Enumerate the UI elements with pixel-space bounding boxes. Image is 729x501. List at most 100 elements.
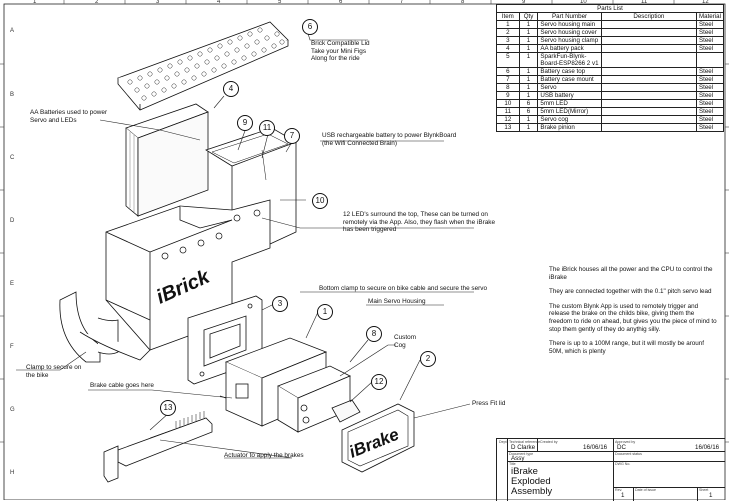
cell-description xyxy=(600,99,697,108)
label-title: Title xyxy=(509,462,516,466)
balloon-4: 4 xyxy=(223,81,239,97)
cell-description xyxy=(600,91,697,100)
zone-label-3: 3 xyxy=(156,0,160,5)
label-approved-by: Approved by xyxy=(615,440,636,444)
cell-description xyxy=(600,115,697,124)
cell-material: Steel xyxy=(695,107,725,116)
cell-item: 1 xyxy=(496,20,520,29)
cell-item: 6 xyxy=(496,67,520,76)
cell-qty: 1 xyxy=(518,52,539,68)
label-sheet: Sheet xyxy=(699,488,709,492)
zone-label-5: 5 xyxy=(278,0,282,5)
cell-item: 9 xyxy=(496,91,520,100)
part-6-brick-lid xyxy=(117,21,289,111)
part-2-servo-housing-cover xyxy=(341,403,415,473)
parts-header-part-number: Part Number xyxy=(537,12,602,21)
cell-part-number: Servo housing clamp xyxy=(537,36,602,45)
cell-part-number: 5mm LED(Mirror) xyxy=(537,107,602,116)
balloon-2: 2 xyxy=(420,351,436,367)
cell-description xyxy=(600,20,697,29)
part-12-servo-cog xyxy=(331,399,361,423)
rev-value: 1 xyxy=(621,492,625,499)
cell-item: 13 xyxy=(496,123,520,132)
cell-item: 8 xyxy=(496,83,520,92)
label-dwg-no: DWG No. xyxy=(615,462,631,466)
label-created-by: Created by xyxy=(540,440,558,444)
cell-material: Steel xyxy=(695,115,725,124)
zone-ticks xyxy=(0,0,729,443)
callout-main-servo: Main Servo Housing xyxy=(368,298,426,305)
zone-label-9: 9 xyxy=(522,0,526,5)
cell-qty: 1 xyxy=(518,91,539,100)
balloon-11: 11 xyxy=(259,120,275,136)
label-doc-status: Document status xyxy=(615,452,642,456)
balloon-7: 7 xyxy=(284,128,300,144)
zone-label-7: 7 xyxy=(400,0,404,5)
zone-label-10: 10 xyxy=(580,0,587,5)
cell-qty: 1 xyxy=(518,28,539,37)
zone-label-F: F xyxy=(10,344,14,350)
leader-lines xyxy=(16,26,474,459)
balloon-9: 9 xyxy=(237,115,253,131)
cell-part-number: Servo cog xyxy=(537,115,602,124)
balloon-3: 3 xyxy=(272,296,288,312)
cell-qty: 1 xyxy=(518,44,539,53)
sheet-value: 1 xyxy=(709,492,713,499)
zone-label-C: C xyxy=(10,155,15,161)
approved-date-value: 16/06/16 xyxy=(695,444,720,451)
callout-lid: Brick Compatible Lid Take your Mini Figs… xyxy=(311,40,370,63)
cell-item: 12 xyxy=(496,115,520,124)
cell-material xyxy=(695,52,725,68)
cell-material: Steel xyxy=(695,91,725,100)
callout-batteries: AA Batteries used to power Servo and LED… xyxy=(30,109,108,124)
parts-header-description: Description xyxy=(600,12,697,21)
balloon-13: 13 xyxy=(160,400,176,416)
cell-material: Steel xyxy=(695,44,725,53)
cell-material: Steel xyxy=(695,36,725,45)
zone-label-4: 4 xyxy=(217,0,221,5)
doc-type-value: Assy xyxy=(511,455,525,462)
part-8-servo xyxy=(277,365,351,433)
balloon-8: 8 xyxy=(366,326,382,342)
cell-qty: 6 xyxy=(518,99,539,108)
cell-part-number: Battery case top xyxy=(537,67,602,76)
parts-list-title: Parts List xyxy=(496,4,724,13)
cell-description xyxy=(600,36,697,45)
cell-qty: 1 xyxy=(518,75,539,84)
callout-actuator: Actuator to apply the brakes xyxy=(224,452,304,459)
parts-header-material: Material xyxy=(695,12,725,21)
cell-description xyxy=(600,107,697,116)
balloon-10: 10 xyxy=(312,193,328,209)
zone-label-H: H xyxy=(10,470,15,476)
zone-label-E: E xyxy=(10,281,15,287)
zone-label-G: G xyxy=(10,407,15,413)
created-date-value: 16/06/16 xyxy=(583,444,608,451)
cell-part-number: USB battery xyxy=(537,91,602,100)
cell-part-number: 5mm LED xyxy=(537,99,602,108)
cell-description xyxy=(600,83,697,92)
label-dept: Dept. xyxy=(499,440,508,444)
zone-label-6: 6 xyxy=(339,0,343,5)
cell-qty: 1 xyxy=(518,36,539,45)
part-4-battery-pack xyxy=(125,103,209,217)
cell-qty: 1 xyxy=(518,67,539,76)
zone-label-11: 11 xyxy=(641,0,648,5)
cell-qty: 1 xyxy=(518,115,539,124)
cell-part-number: Servo xyxy=(537,83,602,92)
drawing-title: iBrake Exploded Assembly xyxy=(511,466,553,497)
parts-header-qty: Qty xyxy=(518,12,539,21)
cell-item: 4 xyxy=(496,44,520,53)
callout-bottom-clamp: Bottom clamp to secure on bike cable and… xyxy=(319,285,488,292)
cell-material: Steel xyxy=(695,20,725,29)
cell-material: Steel xyxy=(695,28,725,37)
title-block: Dept. Technical reference Created by App… xyxy=(496,438,725,501)
cell-description xyxy=(600,123,697,132)
